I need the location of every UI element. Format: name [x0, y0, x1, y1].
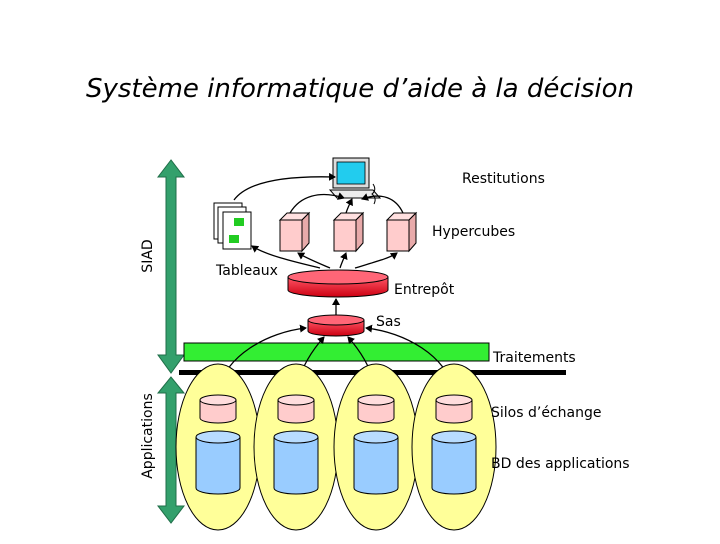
hypercubes-label: Hypercubes — [432, 224, 516, 240]
traitements-label: Traitements — [493, 350, 576, 366]
sas-label: Sas — [376, 314, 401, 330]
warehouse-arrows — [251, 245, 398, 269]
silos-label: Silos d’échange — [491, 405, 602, 421]
bd-label: BD des applications — [491, 456, 630, 472]
applications-label: Applications — [140, 393, 156, 479]
restitutions-label: Restitutions — [462, 171, 545, 187]
restitution-arrows — [233, 172, 404, 214]
page-title: Système informatique d’aide à la décisio… — [85, 74, 635, 104]
traitements-bar — [183, 342, 490, 362]
hypercube — [278, 211, 311, 253]
computer-icon — [328, 157, 382, 205]
application-block — [333, 363, 419, 531]
siad-arrow — [156, 159, 186, 374]
siad-label: SIAD — [140, 239, 156, 273]
application-block — [253, 363, 339, 531]
application-block — [411, 363, 497, 531]
document-stack-icon — [213, 202, 252, 250]
sas-cylinder — [307, 314, 365, 337]
hypercube — [385, 211, 418, 253]
tableaux-label: Tableaux — [216, 263, 278, 279]
hypercube — [332, 211, 365, 253]
application-block — [175, 363, 261, 531]
applications-arrow — [156, 376, 186, 524]
entrepot-label: Entrepôt — [394, 282, 455, 298]
warehouse-cylinder — [287, 269, 389, 298]
